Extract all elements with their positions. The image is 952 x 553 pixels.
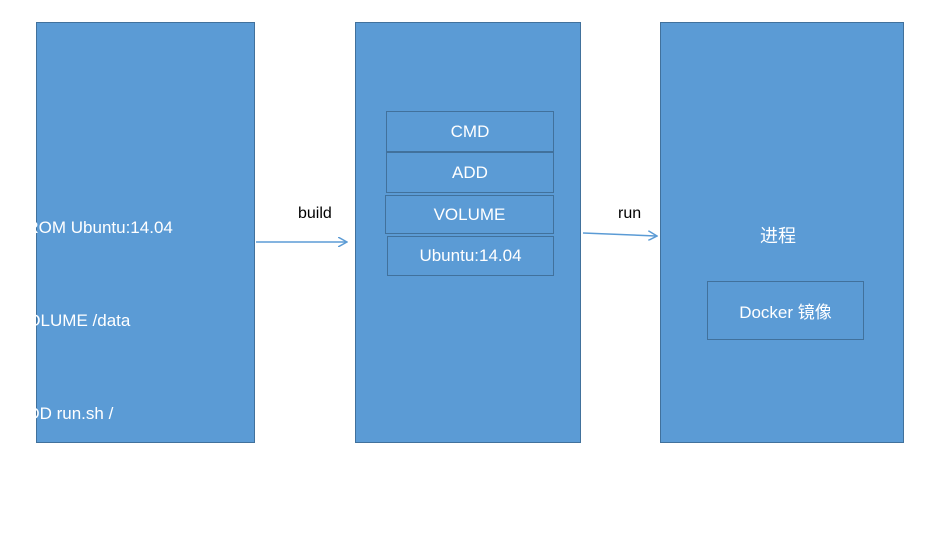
run-arrow — [582, 233, 656, 236]
image-layer-label: Ubuntu:14.04 — [419, 246, 522, 265]
dockerfile-line-from: FROM Ubuntu:14.04 — [16, 218, 173, 237]
image-layer-label: VOLUME — [433, 204, 506, 224]
dockerfile-line-volume: VOLUME /data — [16, 311, 131, 330]
process-title: 进程 — [760, 226, 796, 246]
image-layer-add: ADD — [386, 152, 554, 193]
dockerfile-panel — [36, 22, 255, 443]
image-layer-label: CMD — [450, 121, 490, 141]
image-layer-volume: VOLUME — [385, 195, 554, 234]
flow-arrows — [256, 0, 952, 467]
container-panel — [660, 22, 904, 443]
docker-image-label: Docker 镜像 — [739, 303, 832, 322]
image-layer-ubuntu: Ubuntu:14.04 — [387, 236, 554, 276]
build-label: build — [298, 205, 332, 222]
image-layer-cmd: CMD — [386, 111, 554, 152]
docker-image-box: Docker 镜像 — [707, 281, 864, 340]
image-layer-label: ADD — [452, 162, 488, 182]
run-label: run — [618, 205, 642, 222]
dockerfile-line-add: ADD run.sh / — [16, 404, 114, 423]
dockerfile-line-cmd: CMD ["./run.sh"] — [16, 497, 138, 516]
